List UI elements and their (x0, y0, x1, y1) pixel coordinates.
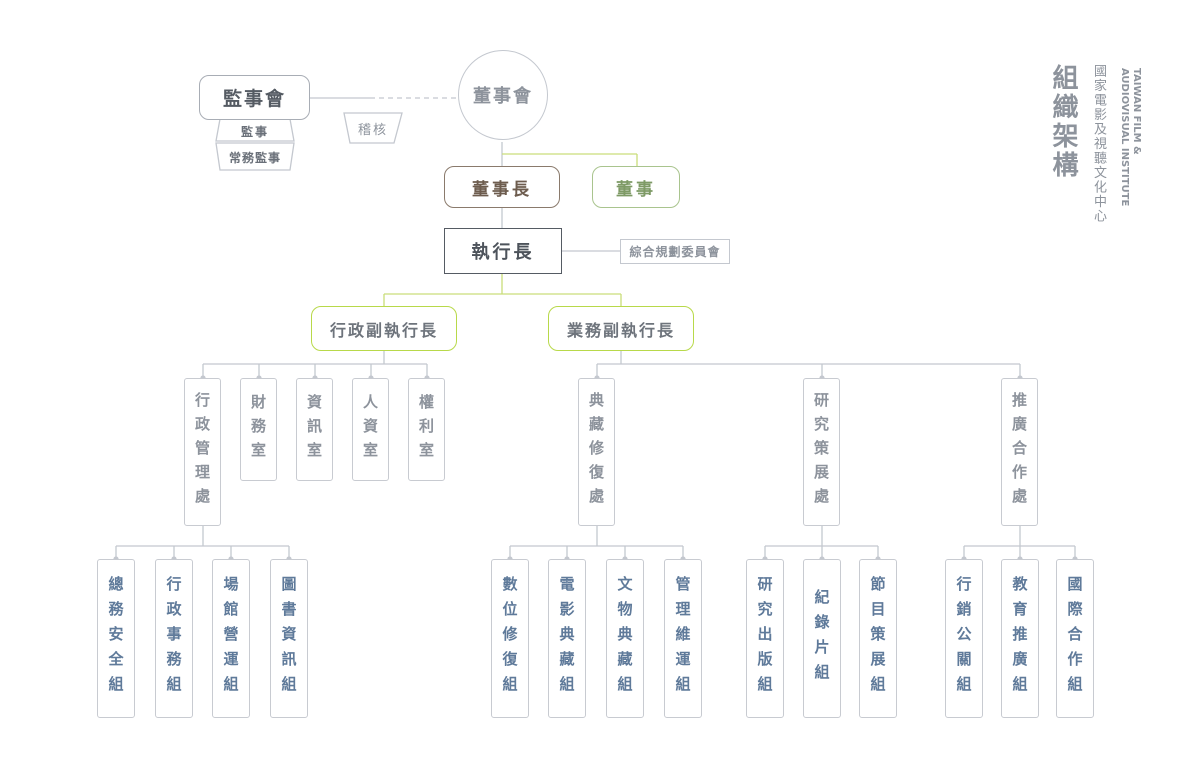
finance-office-label: 財務室 (249, 393, 267, 466)
standing-supervisor-label: 常務監事 (228, 150, 281, 165)
library-info-team-label: 圖書資訊組 (279, 576, 298, 701)
digital-restoration-team-label: 數位修復組 (500, 576, 519, 701)
side-title: 組織架構 國家電影及視聽文化中心 TAIWAN FILM & AUDIOVISU… (1048, 64, 1142, 244)
title-en-line1: TAIWAN FILM & (1131, 68, 1142, 155)
supervisor-member-label: 監事 (240, 124, 269, 139)
collection-restoration-dept-label: 典藏修復處 (587, 392, 605, 512)
artifact-collection-team-label: 文物典藏組 (615, 576, 634, 701)
admin-management-dept-label: 行政管理處 (193, 392, 211, 512)
hr-office-label: 人資室 (361, 393, 379, 466)
title-en-line2: AUDIOVISUAL INSTITUTE (1119, 68, 1130, 207)
ceo-node: 執行長 (444, 228, 562, 274)
it-office: 資訊室 (296, 378, 333, 481)
international-cooperation-team: 國際合作組 (1056, 559, 1094, 718)
program-curation-team: 節目策展組 (859, 559, 897, 718)
title-org-structure: 組織架構 (1048, 64, 1078, 180)
chairman-node: 董事長 (444, 166, 560, 208)
collection-restoration-dept: 典藏修復處 (578, 378, 615, 526)
admin-affairs-team: 行政事務組 (155, 559, 193, 718)
admin-deputy-node: 行政副執行長 (311, 306, 457, 351)
audit-tab-shape (343, 112, 403, 144)
directors-node: 董事 (592, 166, 680, 208)
digital-restoration-team: 數位修復組 (491, 559, 529, 718)
film-collection-team-label: 電影典藏組 (557, 576, 576, 701)
promotion-cooperation-dept-label: 推廣合作處 (1010, 392, 1028, 512)
program-curation-team-label: 節目策展組 (868, 576, 887, 701)
management-maintenance-team-label: 管理維運組 (673, 576, 692, 701)
research-publishing-team-label: 研究出版組 (755, 576, 774, 701)
research-curation-dept-label: 研究策展處 (812, 392, 830, 512)
artifact-collection-team: 文物典藏組 (606, 559, 644, 718)
title-org-name-zh: 國家電影及視聽文化中心 (1091, 64, 1106, 224)
finance-office: 財務室 (240, 378, 277, 481)
venue-operations-team-label: 場館營運組 (221, 576, 240, 701)
connector-lines (115, 97, 1076, 559)
marketing-pr-team-label: 行銷公關組 (954, 576, 973, 701)
research-curation-dept: 研究策展處 (803, 378, 840, 526)
promotion-cooperation-dept: 推廣合作處 (1001, 378, 1038, 526)
rights-office-label: 權利室 (417, 393, 435, 466)
title-org-name-en: TAIWAN FILM & AUDIOVISUAL INSTITUTE (1118, 68, 1142, 206)
general-safety-team-label: 總務安全組 (106, 576, 125, 701)
general-safety-team: 總務安全組 (97, 559, 135, 718)
rights-office: 權利室 (408, 378, 445, 481)
business-deputy-node: 業務副執行長 (548, 306, 694, 351)
board-node: 董事會 (458, 50, 548, 140)
supervisors-board-node: 監事會 (199, 75, 310, 120)
education-promotion-team-label: 教育推廣組 (1010, 576, 1029, 701)
research-publishing-team: 研究出版組 (746, 559, 784, 718)
planning-committee-node: 綜合規劃委員會 (620, 239, 730, 264)
management-maintenance-team: 管理維運組 (664, 559, 702, 718)
it-office-label: 資訊室 (305, 393, 323, 466)
film-collection-team: 電影典藏組 (548, 559, 586, 718)
hr-office: 人資室 (352, 378, 389, 481)
documentary-team: 紀錄片組 (803, 559, 841, 718)
standing-supervisor-tab-shape (215, 142, 295, 171)
admin-affairs-team-label: 行政事務組 (164, 576, 183, 701)
venue-operations-team: 場館營運組 (212, 559, 250, 718)
audit-label: 稽核 (357, 122, 388, 138)
education-promotion-team: 教育推廣組 (1001, 559, 1039, 718)
admin-management-dept: 行政管理處 (184, 378, 221, 526)
international-cooperation-team-label: 國際合作組 (1065, 576, 1084, 701)
documentary-team-label: 紀錄片組 (812, 588, 831, 689)
marketing-pr-team: 行銷公關組 (945, 559, 983, 718)
library-info-team: 圖書資訊組 (270, 559, 308, 718)
